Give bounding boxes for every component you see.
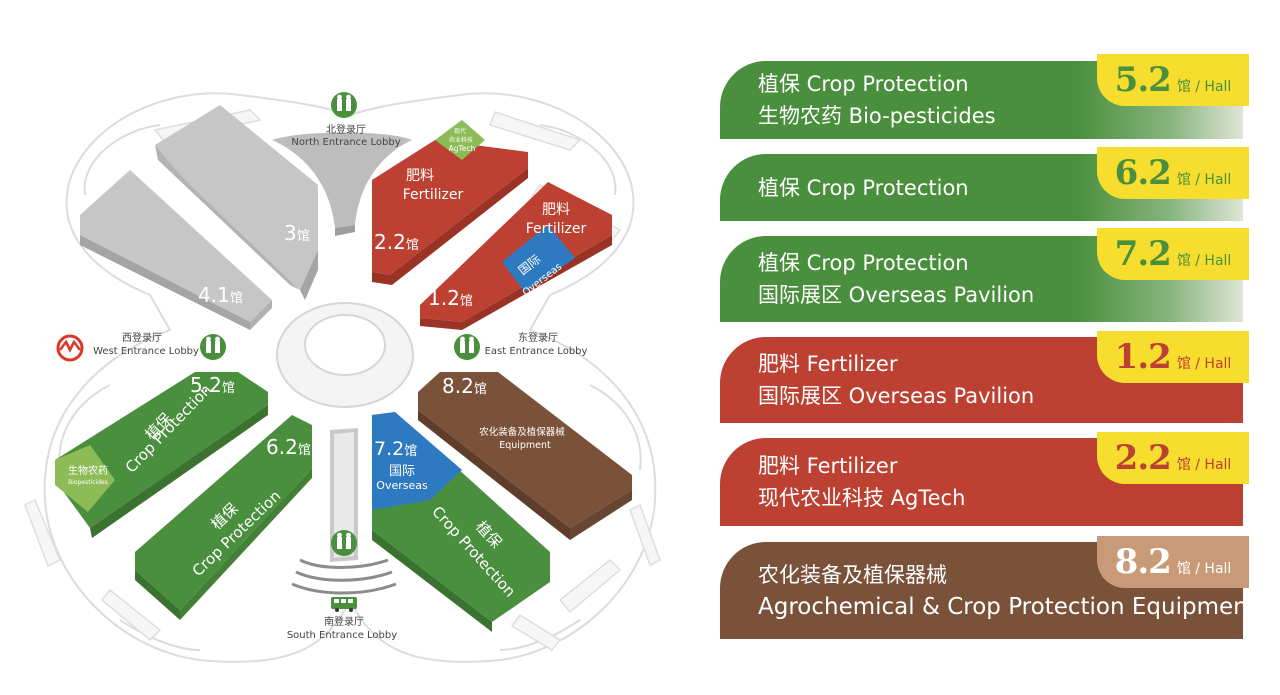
legend-line-1: 植保 Crop Protection bbox=[758, 251, 969, 275]
hall-2-2-cn: 肥料 bbox=[406, 168, 434, 184]
people-icon bbox=[331, 92, 357, 118]
south-lobby-cn: 南登录厅 bbox=[324, 615, 364, 628]
west-lobby-cn: 西登录厅 bbox=[122, 331, 162, 344]
legend-tag-7-2: 7.2 馆 / Hall bbox=[1097, 228, 1249, 280]
hall-number: 7.2 bbox=[1114, 234, 1172, 274]
hall-unit: 馆 / Hall bbox=[1176, 356, 1232, 372]
hall-number: 8.2 bbox=[1114, 542, 1172, 582]
hall-2-2[interactable]: 现代 农业科技 AgTech 肥料 Fertilizer 2.2馆 bbox=[372, 120, 528, 285]
people-icon bbox=[454, 334, 480, 360]
hall-8-2-en: Equipment bbox=[499, 440, 551, 451]
hall-3-number: 3馆 bbox=[284, 221, 310, 245]
hall-4-1[interactable]: 4.1馆 bbox=[80, 170, 272, 330]
people-icon bbox=[200, 334, 226, 360]
hall-7-2-overseas-en: Overseas bbox=[376, 479, 428, 492]
hall-1-2-cn: 肥料 bbox=[542, 202, 570, 218]
central-rotunda bbox=[276, 302, 414, 408]
south-entrance-structure bbox=[291, 428, 397, 595]
bus-icon bbox=[331, 597, 357, 612]
east-lobby[interactable]: 东登录厅 East Entrance Lobby bbox=[454, 331, 588, 360]
legend-line-2: 生物农药 Bio-pesticides bbox=[758, 104, 996, 128]
legend-tag-5-2: 5.2 馆 / Hall bbox=[1097, 54, 1249, 106]
west-lobby-en: West Entrance Lobby bbox=[93, 346, 199, 357]
hall-unit: 馆 / Hall bbox=[1176, 79, 1232, 95]
legend-line-1: 植保 Crop Protection bbox=[758, 175, 969, 200]
hall-1-2-en: Fertilizer bbox=[526, 221, 587, 237]
hall-8-2-cn: 农化装备及植保器械 bbox=[479, 426, 565, 438]
hall-8-2[interactable]: 8.2馆 农化装备及植保器械 Equipment bbox=[418, 372, 632, 540]
legend-tag-8-2: 8.2 馆 / Hall bbox=[1097, 536, 1249, 588]
legend-line-1: 植保 Crop Protection bbox=[758, 72, 969, 96]
legend-line-2: 国际展区 Overseas Pavilion bbox=[758, 384, 1035, 408]
hall-6-2[interactable]: 6.2馆 植保 Crop Protection bbox=[135, 415, 312, 620]
south-lobby[interactable]: 南登录厅 South Entrance Lobby bbox=[287, 530, 397, 641]
hall-5-2-bio-en: Biopesticides bbox=[68, 479, 108, 486]
agtech-label-cn1: 现代 bbox=[454, 127, 466, 135]
legend-line-2: Agrochemical & Crop Protection Equipment bbox=[758, 593, 1243, 620]
legend-line-1: 肥料 Fertilizer bbox=[758, 352, 898, 376]
legend-tag-1-2: 1.2 馆 / Hall bbox=[1097, 331, 1249, 383]
hall-1-2-number: 1.2馆 bbox=[428, 286, 473, 310]
hall-unit: 馆 / Hall bbox=[1176, 561, 1232, 577]
venue-floor-map: 3馆 4.1馆 现代 农业科技 AgTech 肥料 Fertilizer 2.2… bbox=[24, 92, 661, 663]
hall-7-2-overseas-cn: 国际 bbox=[389, 464, 415, 479]
west-lobby[interactable]: 西登录厅 West Entrance Lobby bbox=[56, 331, 226, 362]
north-lobby[interactable]: 北登录厅 North Entrance Lobby bbox=[291, 92, 401, 148]
east-lobby-en: East Entrance Lobby bbox=[485, 346, 588, 357]
hall-number: 2.2 bbox=[1114, 438, 1172, 478]
hall-number: 5.2 bbox=[1114, 60, 1172, 100]
hall-7-2[interactable]: 7.2馆 国际 Overseas 植保 Crop Protection bbox=[372, 412, 550, 632]
hall-unit: 馆 / Hall bbox=[1176, 457, 1232, 473]
hall-8-2-number: 8.2馆 bbox=[442, 374, 487, 398]
hall-2-2-number: 2.2馆 bbox=[374, 230, 419, 254]
hall-5-2-bio-cn: 生物农药 bbox=[68, 464, 108, 477]
agtech-label-cn2: 农业科技 bbox=[449, 136, 473, 144]
hall-5-2-number: 5.2馆 bbox=[190, 373, 235, 397]
north-lobby-en: North Entrance Lobby bbox=[291, 137, 400, 148]
east-lobby-cn: 东登录厅 bbox=[518, 331, 558, 344]
legend-tag-2-2: 2.2 馆 / Hall bbox=[1097, 432, 1249, 484]
legend-line-2: 国际展区 Overseas Pavilion bbox=[758, 283, 1035, 307]
hall-unit: 馆 / Hall bbox=[1176, 172, 1232, 188]
hall-1-2[interactable]: 国际 Overseas 肥料 Fertilizer 1.2馆 bbox=[420, 182, 612, 330]
hall-unit: 馆 / Hall bbox=[1176, 253, 1232, 269]
agtech-label-en: AgTech bbox=[449, 144, 476, 153]
legend-line-1: 农化装备及植保器械 bbox=[758, 562, 947, 587]
hall-7-2-number: 7.2馆 bbox=[374, 438, 417, 460]
legend-tag-6-2: 6.2 馆 / Hall bbox=[1097, 147, 1249, 199]
hall-4-1-number: 4.1馆 bbox=[198, 283, 243, 307]
legend-line-2: 现代农业科技 AgTech bbox=[758, 486, 966, 510]
metro-icon bbox=[56, 334, 84, 362]
south-lobby-en: South Entrance Lobby bbox=[287, 630, 397, 641]
north-entrance-structure bbox=[272, 132, 412, 236]
hall-number: 1.2 bbox=[1114, 337, 1172, 377]
legend-line-1: 肥料 Fertilizer bbox=[758, 454, 898, 478]
north-lobby-cn: 北登录厅 bbox=[326, 123, 366, 136]
people-icon bbox=[331, 530, 357, 556]
hall-number: 6.2 bbox=[1114, 153, 1172, 193]
hall-2-2-en: Fertilizer bbox=[403, 187, 464, 203]
hall-3[interactable]: 3馆 bbox=[155, 105, 318, 300]
hall-6-2-number: 6.2馆 bbox=[266, 435, 311, 459]
